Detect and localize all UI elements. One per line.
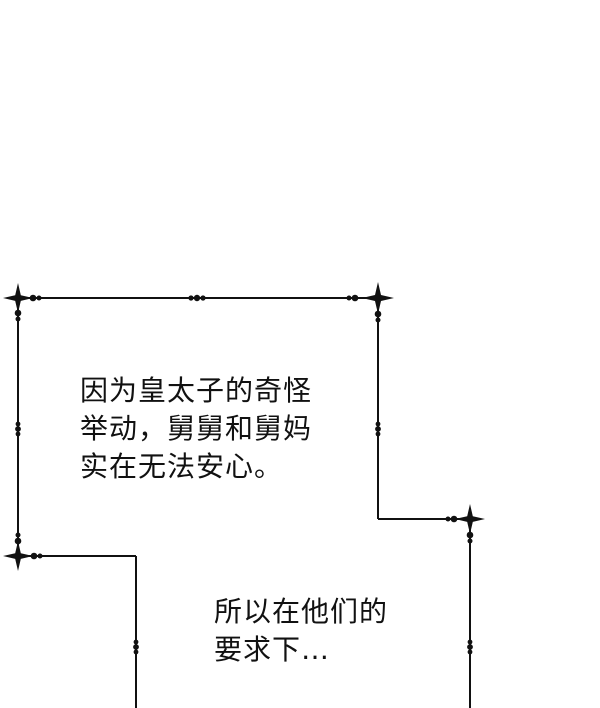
caption-line: 举动，舅舅和舅妈 — [80, 412, 313, 445]
caption-line: 所以在他们的 — [214, 595, 389, 628]
star-ornament-icon — [3, 541, 33, 571]
bead-ornaments — [14, 294, 474, 560]
narration-caption-2: 所以在他们的 要求下… — [214, 593, 388, 669]
line-bead-ornaments — [15, 294, 473, 655]
star-ornament-icon — [455, 504, 485, 534]
caption-line: 因为皇太子的奇怪 — [80, 374, 313, 407]
narration-caption-1: 因为皇太子的奇怪 举动，舅舅和舅妈 实在无法安心。 — [80, 372, 312, 486]
star-ornament-icon — [362, 282, 394, 314]
star-ornament-icon — [3, 283, 33, 313]
caption-line: 要求下… — [214, 633, 331, 666]
caption-line: 实在无法安心。 — [80, 450, 284, 483]
